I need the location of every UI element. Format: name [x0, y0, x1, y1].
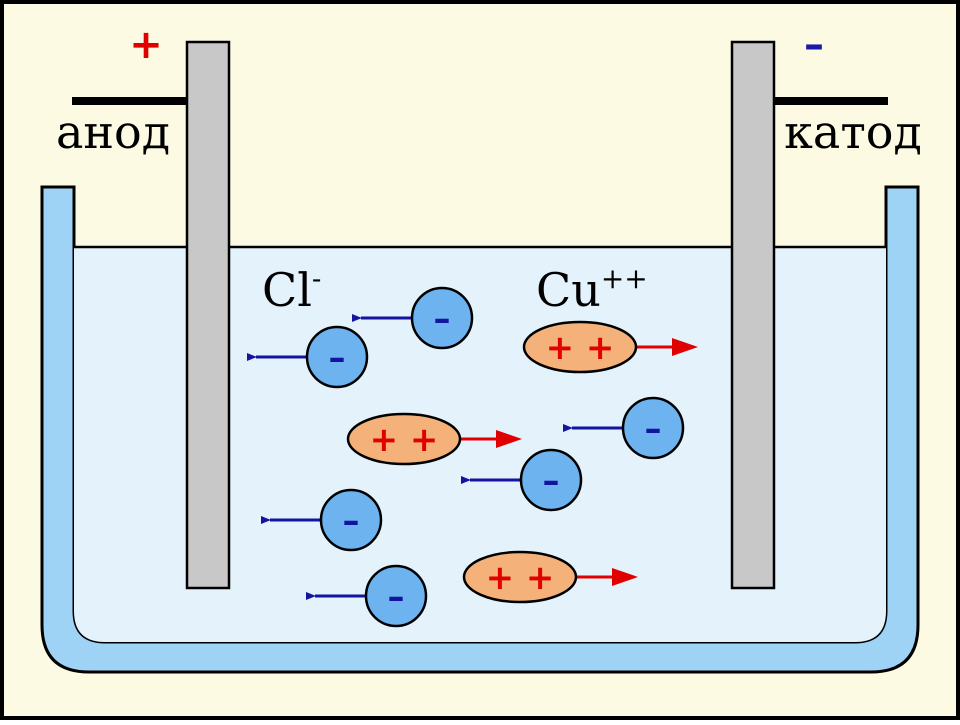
cation-sign: + + [370, 420, 439, 460]
anode-electrode [185, 40, 231, 590]
anion-sign: – [329, 338, 346, 378]
anion-ion: – [461, 448, 583, 512]
anion-circle [305, 325, 369, 389]
anion-sign: – [343, 501, 360, 541]
anion-circle [319, 488, 383, 552]
anion-circle [621, 396, 685, 460]
cation-ion: + + [346, 412, 522, 466]
svg-text:Cl-: Cl- [262, 262, 321, 317]
anion-circle [364, 564, 428, 628]
anion-label-charge: - [312, 262, 321, 295]
cation-ellipse [462, 550, 578, 604]
cation-ellipse [346, 412, 462, 466]
anion-label: Cl- [262, 262, 321, 317]
anion-ion: – [563, 396, 685, 460]
cathode-sign: – [804, 22, 824, 68]
anion-ion: – [352, 286, 474, 350]
cation-ellipse [522, 320, 638, 374]
cathode: – катод [730, 22, 922, 590]
anion-sign: – [388, 577, 405, 617]
cation-sign: + + [486, 558, 555, 598]
anion-ion: – [247, 325, 369, 389]
anion-ion: – [261, 488, 383, 552]
anion-ion: – [306, 564, 428, 628]
anion-circle [519, 448, 583, 512]
anion-sign: – [645, 409, 662, 449]
anode-sign: + [129, 22, 163, 68]
anion-sign: – [434, 299, 451, 339]
cation-arrowhead [672, 338, 698, 356]
cation-ion: + + [522, 320, 698, 374]
anode: + анод [56, 22, 231, 590]
cation-label-text: Cu [536, 263, 601, 317]
anion-sign: – [543, 461, 560, 501]
cation-arrowhead [612, 568, 638, 586]
anode-label: анод [56, 105, 170, 159]
anion-label-text: Cl [262, 263, 312, 317]
cation-label: Cu++ [536, 262, 648, 317]
svg-text:Cu++: Cu++ [536, 262, 648, 317]
cation-arrowhead [496, 430, 522, 448]
anion-circle [410, 286, 474, 350]
cathode-electrode [730, 40, 776, 590]
cation-label-charge: ++ [601, 262, 648, 295]
cation-ion: + + [462, 550, 638, 604]
cathode-label: катод [784, 105, 922, 159]
cation-sign: + + [546, 328, 615, 368]
